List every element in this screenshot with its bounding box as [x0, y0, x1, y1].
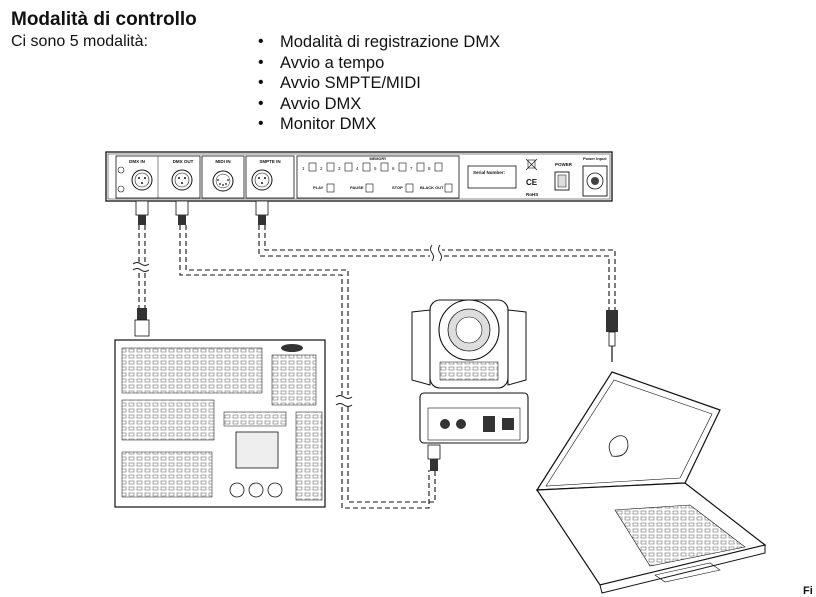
- xlr-plug-dmx-in: [135, 200, 149, 225]
- console-knob[interactable]: [248, 482, 264, 498]
- midi-in-label: MIDI IN: [215, 159, 230, 164]
- pause-label: PAUSE: [350, 185, 364, 190]
- memory-button-6[interactable]: 6: [392, 162, 407, 172]
- jack-plug-laptop: [606, 310, 618, 362]
- cable-break-marks: [132, 244, 442, 407]
- play-label: PLAY: [313, 185, 324, 190]
- smpte-in-label: SMPTE IN: [259, 159, 280, 164]
- serial-number-plate: [467, 165, 517, 189]
- mode-item: Modalità di registrazione DMX: [258, 32, 500, 53]
- memory-number: 3: [338, 166, 341, 171]
- laptop-keyboard[interactable]: [614, 504, 746, 567]
- rohs-mark: RoHS: [526, 192, 538, 197]
- lighting-console: [114, 339, 326, 508]
- modes-intro: Ci sono 5 modalità:: [11, 33, 148, 50]
- power-inlet[interactable]: [582, 165, 608, 197]
- button-matrix-right[interactable]: [271, 354, 317, 406]
- weee-bin-icon: [525, 158, 538, 171]
- console-logo: [281, 344, 303, 352]
- xlr-plug-smpte-in: [255, 200, 269, 225]
- play-button[interactable]: PLAY: [313, 183, 335, 193]
- pause-button[interactable]: PAUSE: [350, 183, 374, 193]
- memory-button-4[interactable]: 4: [356, 162, 371, 172]
- xlr-plug-console: [134, 308, 150, 337]
- mode-item: Avvio SMPTE/MIDI: [258, 73, 500, 94]
- xlr-dmx-in-connector[interactable]: [131, 169, 153, 191]
- modes-list: Modalità di registrazione DMX Avvio a te…: [258, 32, 500, 135]
- xlr-plug-dmx-out: [175, 200, 189, 225]
- xlr-dmx-out-connector[interactable]: [171, 169, 193, 191]
- fader-bank-middle[interactable]: [121, 399, 215, 441]
- mode-item: Avvio DMX: [258, 94, 500, 115]
- mode-item: Avvio a tempo: [258, 53, 500, 74]
- moving-head-fixture: [411, 299, 529, 471]
- memory-number: 6: [392, 166, 395, 171]
- blackout-button[interactable]: BLACK OUT: [420, 183, 453, 193]
- power-label: POWER: [555, 162, 573, 167]
- apple-logo-icon: [608, 435, 629, 457]
- console-display: [235, 431, 279, 469]
- laptop-computer: [535, 371, 767, 594]
- stop-label: STOP: [392, 185, 403, 190]
- power-switch[interactable]: [554, 171, 570, 191]
- midi-din-connector[interactable]: [212, 170, 234, 192]
- memory-button-5[interactable]: 5: [374, 162, 389, 172]
- blackout-label: BLACK OUT: [420, 185, 444, 190]
- memory-number: 5: [374, 166, 377, 171]
- rack-recorder-unit: DMX IN DMX OUT MIDI IN SMPTE IN: [105, 151, 613, 225]
- memory-number: 2: [320, 166, 323, 171]
- mode-item: Monitor DMX: [258, 114, 500, 135]
- cable-smpte-b: [264, 225, 616, 312]
- memory-buttons: 1 2 3 4 5 6 7 8: [302, 162, 443, 172]
- memory-number: 1: [302, 166, 305, 171]
- cable-dmx-out-b: [185, 225, 436, 503]
- ce-mark: CE: [526, 178, 538, 187]
- memory-number: 8: [428, 166, 431, 171]
- page-title: Modalità di controllo: [11, 9, 197, 30]
- memory-number: 4: [356, 166, 359, 171]
- memory-label: MEMORY: [370, 157, 387, 161]
- memory-button-7[interactable]: 7: [410, 162, 425, 172]
- button-column-right[interactable]: [295, 411, 323, 501]
- laptop-trackpad[interactable]: [654, 562, 721, 583]
- memory-number: 7: [410, 166, 413, 171]
- console-knob[interactable]: [229, 482, 245, 498]
- serial-number-label: Serial Number:: [473, 170, 506, 175]
- cable-smpte: [258, 225, 610, 312]
- dmx-in-label: DMX IN: [129, 159, 145, 164]
- xlr-smpte-in-connector[interactable]: [251, 169, 273, 191]
- memory-button-8[interactable]: 8: [428, 162, 443, 172]
- fader-bank-top[interactable]: [121, 347, 263, 394]
- fader-bank-bottom[interactable]: [121, 451, 213, 498]
- console-knob[interactable]: [267, 482, 283, 498]
- memory-button-2[interactable]: 2: [320, 162, 335, 172]
- memory-button-1[interactable]: 1: [302, 162, 317, 172]
- memory-button-3[interactable]: 3: [338, 162, 353, 172]
- power-input-label: Power Input:: [583, 156, 607, 161]
- dmx-out-label: DMX OUT: [173, 159, 194, 164]
- page-marker: Fi: [803, 585, 813, 597]
- console-function-keys[interactable]: [223, 411, 287, 427]
- stop-button[interactable]: STOP: [392, 183, 414, 193]
